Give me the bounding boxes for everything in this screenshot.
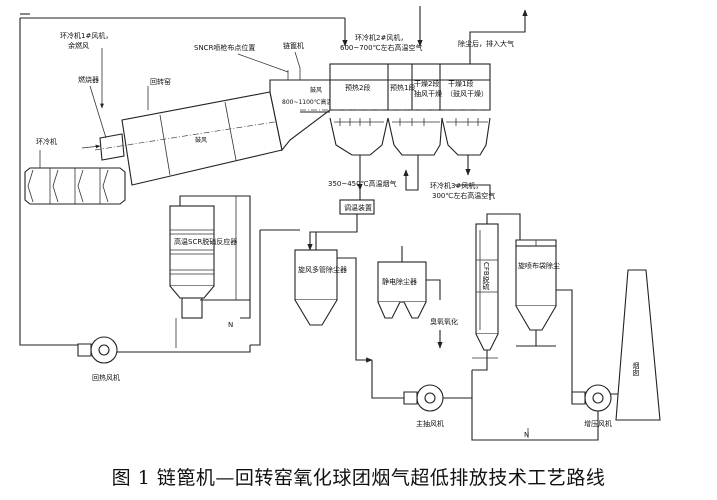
ozone-oxidation: 臭氧氧化 [430, 317, 458, 349]
sncr-label: SNCR喷枪布点位置 [194, 43, 255, 52]
esp-label: 静电除尘器 [382, 277, 417, 286]
dry1-label: 干燥1段 [448, 79, 473, 88]
cooler3-label: 环冷机3#风机， [430, 181, 482, 190]
ozone-label: 臭氧氧化 [430, 317, 458, 326]
dry2-label: 干燥2段 [414, 79, 439, 88]
cooler2-label-2: 600~700℃左右高温空气 [340, 43, 422, 52]
return-fan-label: 回热风机 [92, 373, 120, 382]
main-fan-label: 主抽风机 [416, 419, 444, 428]
bag-filter-label: 旋喷布袋除尘 [518, 261, 560, 270]
figure-caption: 图 1 链篦机—回转窑氧化球团烟气超低排放技术工艺路线 [111, 467, 606, 489]
esp: 静电除尘器 [377, 246, 441, 319]
scr-n-marker: N [228, 321, 233, 329]
cooler2-label: 环冷机2#风机， [355, 33, 407, 42]
kiln-air-tag: 鼓风 [195, 136, 207, 144]
flue-temp-label: 350~450℃高温烟气 [328, 179, 396, 188]
grate-air-tag: 鼓风 [310, 86, 322, 94]
temperature-regulator: 调温装置 [307, 190, 375, 251]
chain-grate: 预热2段 预热1段 干燥2段 抽风干燥 干燥1段 （鼓风干燥） 环冷机2#风机，… [300, 33, 514, 200]
cyclone-collector: 旋风多管除尘器 [294, 232, 373, 363]
bottom-n-marker: N [524, 431, 529, 439]
cyclone-label: 旋风多管除尘器 [298, 265, 347, 274]
bag-filter: 旋喷布袋除尘 [515, 239, 588, 401]
grate-label: 链篦机 [283, 41, 304, 50]
bottom-return-line: N [471, 398, 599, 441]
burner-label: 燃烧器 [78, 75, 99, 84]
chimney-label: 烟囱 [632, 361, 640, 377]
dry2b-label: 抽风干燥 [414, 89, 442, 98]
fan1-label-2: 余燃风 [68, 41, 89, 50]
booster-fan: 增压风机 [571, 379, 631, 428]
kiln-temp-label: 800~1100℃高温烟气 [282, 98, 345, 106]
temp-regulator-label: 调温装置 [344, 203, 372, 212]
dry1b-label: （鼓风干燥） [446, 89, 488, 98]
cfb-desulfurizer: CFB脱硫 [472, 213, 521, 371]
scr-label: 高温SCR脱硝反应器 [174, 237, 237, 246]
cooler3-label-2: 300℃左右高温空气 [432, 191, 495, 200]
fan1-label: 环冷机1#风机， [60, 31, 112, 40]
rotary-kiln: 回转窑 燃烧器 鼓风 环冷机1#风机， 余燃风 [60, 31, 301, 186]
top-pipes [19, 6, 528, 346]
preheat1-label: 预热1段 [390, 83, 415, 92]
chimney: 烟囱 [615, 269, 661, 421]
cooler-label: 环冷机 [36, 137, 57, 146]
diagram-canvas: 环冷机 回转窑 燃烧器 鼓风 环冷机1#风机， 余燃风 800~1100℃高温烟… [19, 6, 661, 441]
kiln-label: 回转窑 [150, 77, 171, 86]
return-fan: 回热风机 [77, 336, 140, 382]
cfb-label: CFB脱硫 [482, 262, 490, 291]
main-fan: 主抽风机 [371, 360, 473, 428]
scr-reactor: 高温SCR脱硝反应器 N [140, 195, 300, 353]
exhaust-label: 除尘后，排入大气 [458, 39, 514, 48]
preheat2-label: 预热2段 [345, 83, 370, 92]
ring-cooler: 环冷机 [24, 137, 126, 205]
